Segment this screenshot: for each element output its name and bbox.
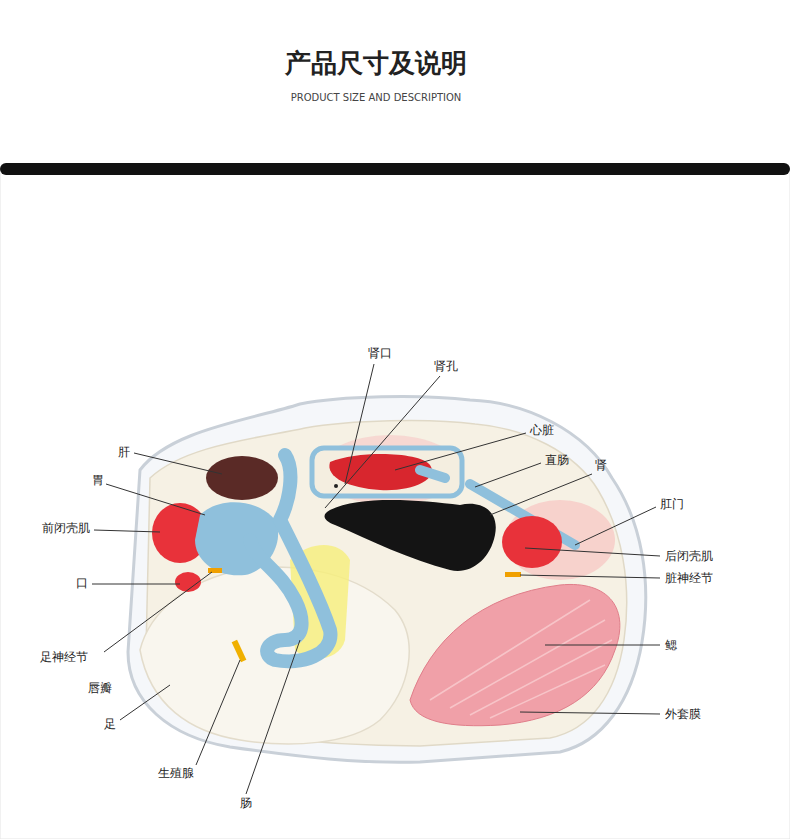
part-label: 鳃 xyxy=(665,638,677,652)
part-label: 胃 xyxy=(92,473,104,487)
gill-lines xyxy=(430,600,612,718)
shell xyxy=(128,397,646,763)
part-label: 肝 xyxy=(118,445,130,459)
leader-lines xyxy=(92,364,660,794)
top-bar xyxy=(0,163,790,175)
part-label: 脏神经节 xyxy=(665,571,713,585)
gill xyxy=(410,584,620,725)
part-label: 唇瓣 xyxy=(88,681,112,695)
part-label: 前闭壳肌 xyxy=(42,521,90,535)
page-title: 产品尺寸及说明 xyxy=(285,48,467,78)
card xyxy=(0,170,790,839)
part-label: 直肠 xyxy=(545,453,569,467)
part-label: 肾口 xyxy=(368,346,392,360)
mouth xyxy=(175,572,201,592)
part-label: 心脏 xyxy=(530,423,554,437)
pedal-ganglion xyxy=(208,568,222,573)
part-label: 肛门 xyxy=(660,497,684,511)
visceral-ganglion xyxy=(505,572,521,577)
part-label: 外套膜 xyxy=(665,707,701,721)
kidney xyxy=(325,500,496,571)
posterior-adductor xyxy=(502,516,562,568)
gonad-mark xyxy=(232,640,247,662)
renal-opening xyxy=(334,484,338,488)
part-label: 肾 xyxy=(595,458,607,472)
part-label: 足神经节 xyxy=(40,650,88,664)
part-label: 生殖腺 xyxy=(158,766,194,780)
part-label: 肠 xyxy=(240,796,252,810)
subtitle: PRODUCT SIZE AND DESCRIPTION xyxy=(291,91,462,105)
liver xyxy=(206,456,278,500)
part-label: 足 xyxy=(104,717,116,731)
part-label: 口 xyxy=(76,576,88,590)
part-label: 后闭壳肌 xyxy=(665,549,713,563)
part-label: 肾孔 xyxy=(434,359,458,373)
